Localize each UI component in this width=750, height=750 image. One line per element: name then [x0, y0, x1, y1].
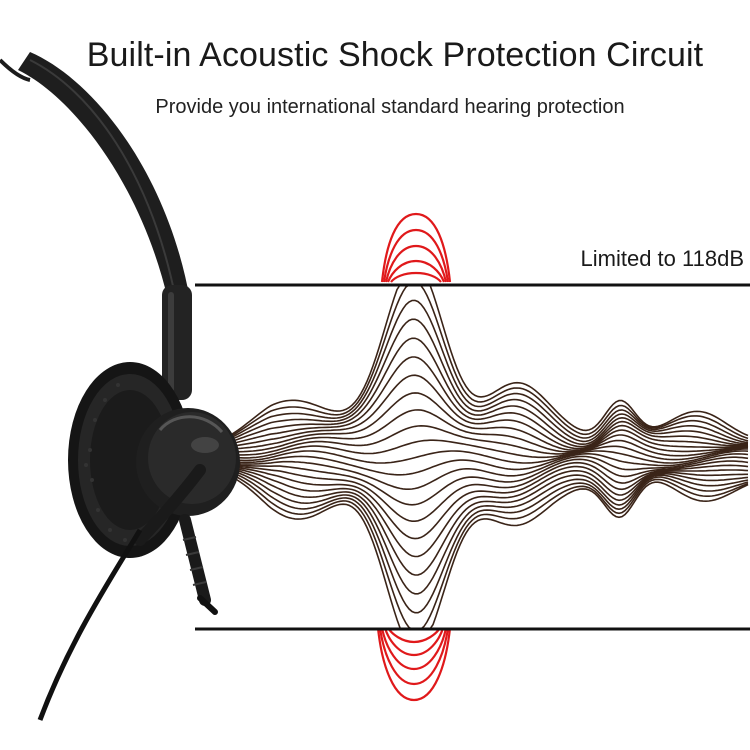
sound-wave-line [189, 356, 748, 455]
sound-wave-line [189, 458, 749, 506]
page-subtitle: Provide you international standard heari… [155, 96, 625, 118]
sound-wave-line [189, 459, 748, 558]
sound-wave-line [189, 462, 749, 630]
clipped-peak-bottom [376, 627, 452, 702]
headset-icon [0, 52, 240, 721]
sound-wave-line [189, 284, 749, 452]
sound-wave-line [189, 462, 749, 630]
sound-wave-line [189, 459, 749, 540]
sound-wave-line [189, 409, 749, 456]
sound-wave-line [189, 424, 749, 457]
sound-wave-line [189, 455, 749, 490]
sound-wave-line [189, 337, 749, 454]
sound-wave-line [189, 458, 749, 522]
decibel-limit-label: Limited to 118dB [580, 246, 744, 271]
sound-wave-line [189, 460, 749, 576]
sound-wave-line [189, 299, 749, 453]
page-title: Built-in Acoustic Shock Protection Circu… [86, 36, 704, 74]
sound-wave-line [189, 461, 749, 614]
sound-wave-line [189, 461, 749, 595]
sound-wave-line [189, 392, 749, 456]
sound-wave-line [189, 439, 748, 461]
sound-wave-icon [189, 284, 749, 630]
clipped-peak-top [380, 212, 452, 283]
sound-wave-line [189, 318, 749, 453]
sound-wave-line [189, 450, 749, 464]
sound-wave-line [189, 374, 749, 455]
sound-wave-line [189, 453, 749, 476]
sound-wave-line [189, 284, 749, 452]
